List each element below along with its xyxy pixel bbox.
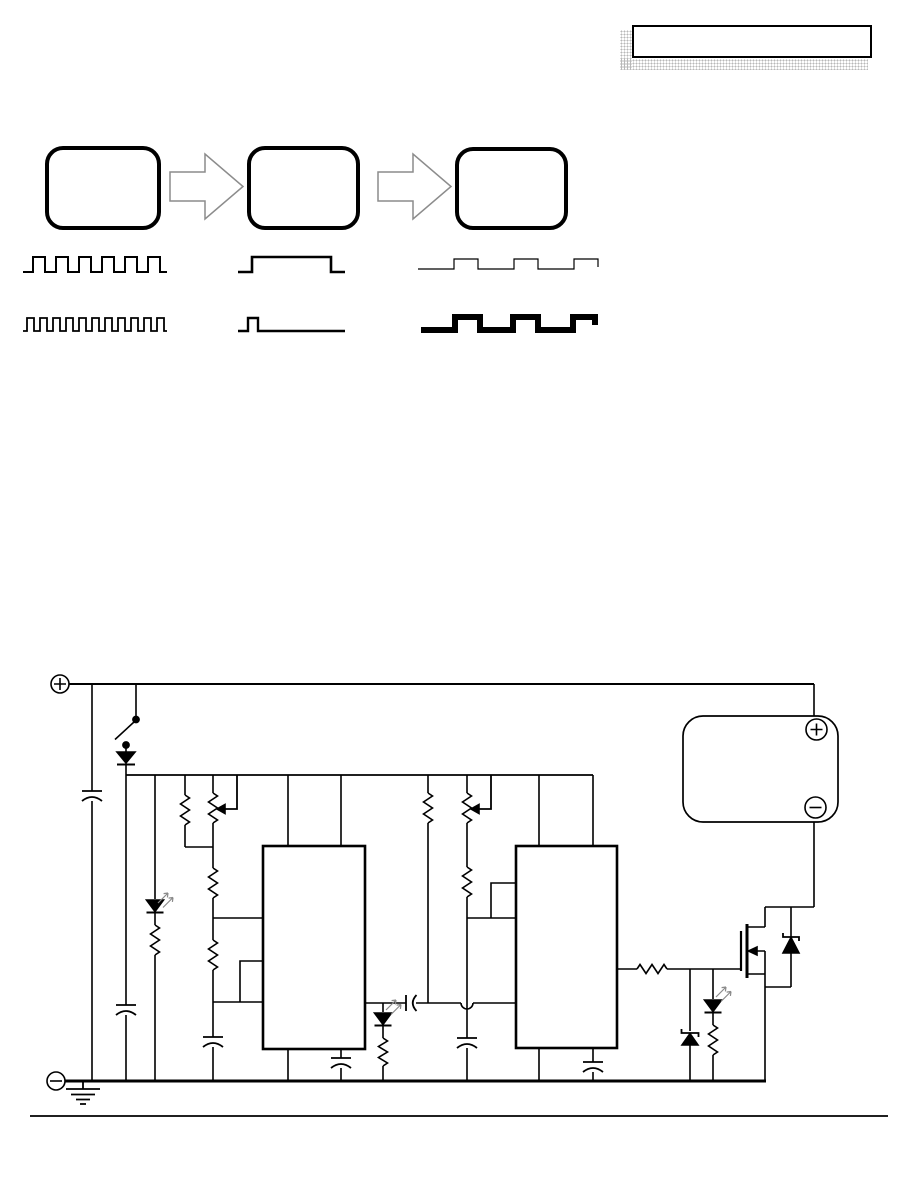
waveform-group	[23, 255, 599, 333]
led-ray-icon	[157, 892, 174, 908]
flow-arrow-1-icon	[169, 152, 245, 221]
gate-series-resistor	[617, 963, 741, 975]
waveform-row1-left-squarewave	[23, 256, 167, 273]
header-box-shadow-bottom	[620, 59, 868, 70]
dc-input-negative-terminal-icon	[46, 1071, 66, 1091]
battery-pack	[682, 684, 839, 823]
bias-resistor-1	[179, 775, 213, 848]
indicator-led-1-icon	[144, 775, 174, 1081]
waveform-row2-right-bold-squarewave	[421, 314, 598, 333]
ic-2-driver	[514, 775, 619, 1081]
flow-block-2	[247, 146, 360, 230]
ground-icon	[66, 1081, 100, 1105]
circuit-schematic	[46, 674, 839, 1105]
waveform-row1-mid-wide-pulse	[238, 255, 345, 274]
divider-chain-2	[456, 866, 516, 1081]
indicator-led-2-icon	[372, 999, 402, 1081]
flow-block-1	[45, 146, 161, 230]
trimmer-pot-2	[461, 775, 492, 867]
waveform-row2-left-fast-squarewave	[23, 317, 167, 332]
power-switch	[114, 684, 140, 752]
waveform-row2-mid-narrow-pulse	[238, 316, 345, 333]
pot-wiper-arrow-icon	[469, 803, 480, 815]
series-protection-diode-icon	[115, 751, 137, 775]
flow-arrow-2-icon	[377, 152, 453, 221]
mosfet-body-zener-icon	[765, 907, 801, 988]
coupling-network	[365, 994, 516, 1012]
dc-input-positive-terminal-icon	[50, 674, 70, 694]
waveform-row1-right-thin-squarewave	[418, 258, 599, 270]
pot-wiper-arrow-icon	[215, 803, 226, 815]
drain-net	[765, 822, 815, 908]
divider-chain-1	[202, 847, 263, 1081]
header-box	[632, 25, 872, 58]
battery-positive-terminal-icon	[805, 718, 828, 741]
gate-clamp-zener-icon	[680, 969, 700, 1081]
ic-1-oscillator	[261, 775, 367, 1081]
n-channel-mosfet-icon	[739, 907, 766, 1081]
flow-block-3	[455, 147, 568, 230]
trimmer-pot-1	[207, 775, 238, 847]
battery-negative-terminal-icon	[804, 796, 827, 819]
resistor-zigzag	[149, 924, 161, 956]
indicator-led-3-icon	[702, 969, 732, 1081]
rail-decoupling-capacitor	[115, 775, 137, 1081]
divider-resistor-2	[422, 775, 434, 1003]
input-filter-capacitor	[81, 684, 103, 1081]
